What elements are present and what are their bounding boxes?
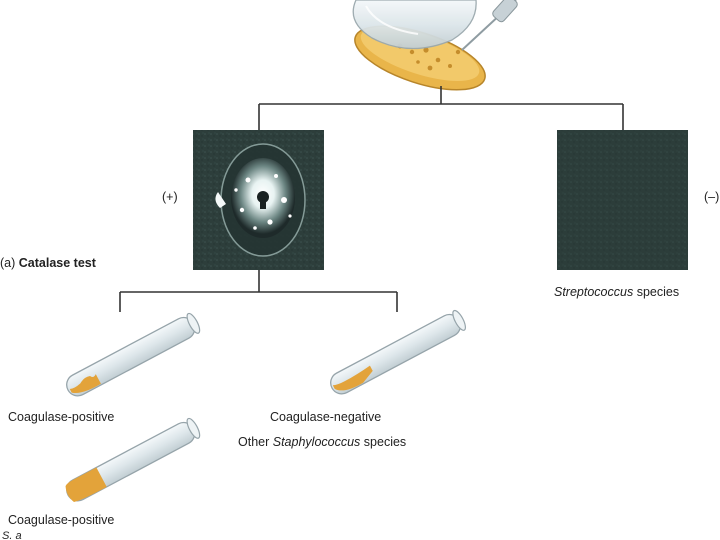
- positive-sign: (+): [162, 190, 178, 204]
- tube-coagulase-positive-1: [66, 312, 201, 397]
- other-staphylococcus-label: Other Staphylococcus species: [238, 435, 406, 449]
- catalase-test-label: (a) Catalase test: [0, 256, 96, 270]
- tube-coagulase-negative: [330, 309, 467, 395]
- strep-genus: Streptococcus: [554, 285, 634, 299]
- streptococcus-label: Streptococcus species: [554, 285, 679, 299]
- connector-lines: [119, 86, 624, 312]
- catalase-positive-photo: [193, 130, 324, 270]
- catalase-negative-photo: [557, 130, 688, 270]
- tube-coagulase-positive-2: [65, 417, 201, 503]
- cut-off-species-label: S. a: [2, 530, 22, 540]
- tube-label-coag-positive-2: Coagulase-positive: [8, 513, 115, 527]
- staph-genus: Staphylococcus: [272, 435, 361, 449]
- negative-sign: (–): [704, 190, 720, 204]
- petri-dish-illustration: [352, 0, 518, 91]
- panel-title: Catalase test: [18, 256, 96, 270]
- tube-label-coag-positive-1: Coagulase-positive: [8, 410, 115, 424]
- panel-letter: (a): [0, 256, 16, 270]
- strep-word: species: [636, 285, 680, 299]
- tube-label-coag-negative: Coagulase-negative: [270, 410, 382, 424]
- other-prefix: Other: [238, 435, 270, 449]
- staph-word: species: [363, 435, 407, 449]
